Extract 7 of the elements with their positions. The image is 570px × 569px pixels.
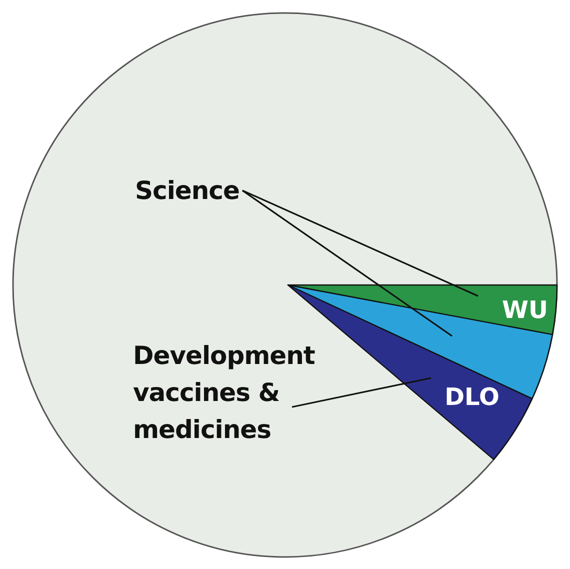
leader-line	[242, 190, 478, 297]
slice-label: WU	[502, 296, 548, 324]
leader-line	[242, 190, 452, 337]
leader-line	[292, 377, 432, 408]
callout-text: Science	[135, 175, 240, 207]
callout-text: Development vaccines & medicines	[133, 340, 316, 446]
slice-label: DLO	[444, 383, 500, 411]
